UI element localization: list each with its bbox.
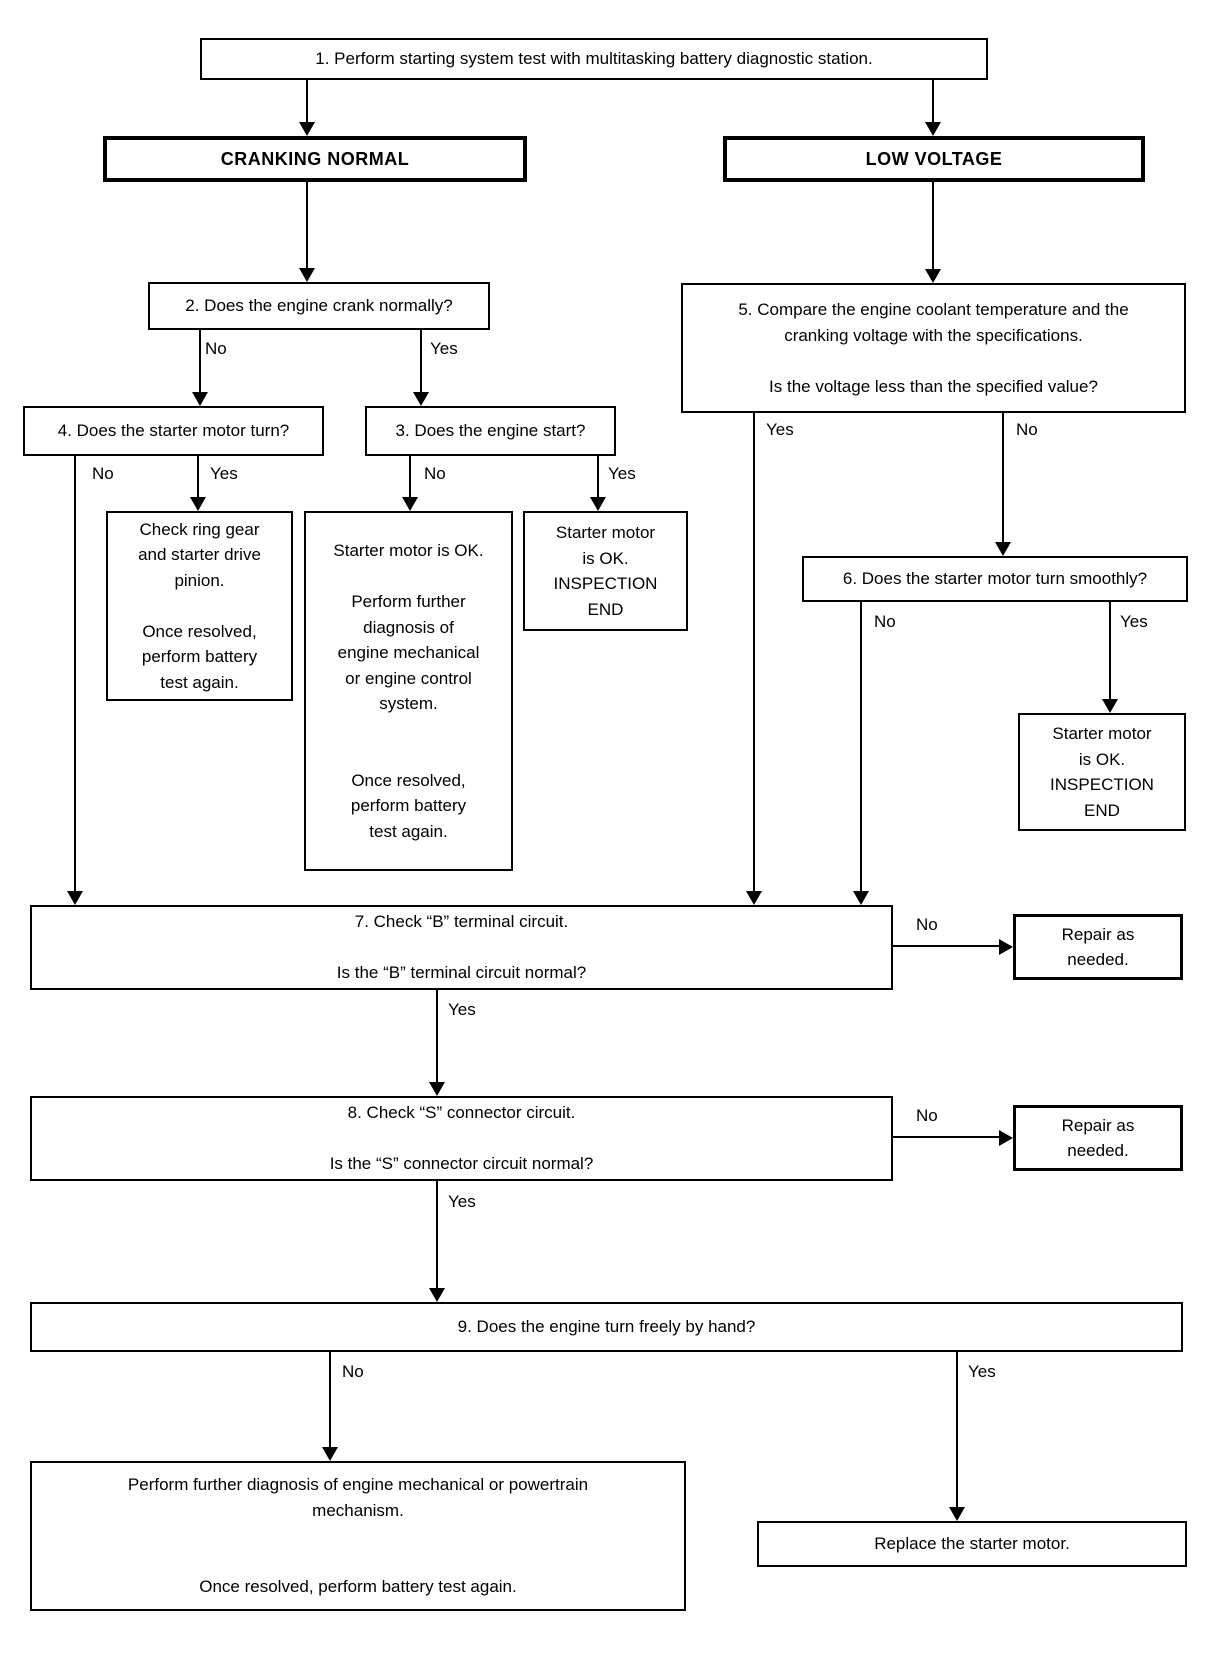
edge-label-step4-no: No bbox=[92, 464, 114, 483]
connector-step6-yes bbox=[1109, 602, 1111, 699]
node-step1: 1. Perform starting system test with mul… bbox=[200, 38, 988, 80]
arrowhead-step3-yes bbox=[590, 497, 606, 511]
node-low-voltage: LOW VOLTAGE bbox=[723, 136, 1145, 182]
connector-step2-no bbox=[199, 330, 201, 392]
connector-step3-no bbox=[409, 456, 411, 497]
arrowhead-step6-no-to-step7 bbox=[853, 891, 869, 905]
connector-step7-yes-to-step8 bbox=[436, 990, 438, 1082]
node-starter-ok-diagnosis: Starter motor is OK. Perform further dia… bbox=[304, 511, 513, 871]
node-step2: 2. Does the engine crank normally? bbox=[148, 282, 490, 330]
arrowhead-step4-no-to-step7 bbox=[67, 891, 83, 905]
connector-step2-yes bbox=[420, 330, 422, 392]
node-repair-1: Repair as needed. bbox=[1013, 914, 1183, 980]
edge-label-step3-yes: Yes bbox=[608, 464, 636, 483]
connector-step1-to-lowvoltage bbox=[932, 80, 934, 122]
connector-lowvoltage-to-step5 bbox=[932, 182, 934, 269]
arrowhead-step1-to-lowvoltage bbox=[925, 122, 941, 136]
edge-label-step2-no: No bbox=[205, 339, 227, 358]
node-check-ring-gear: Check ring gear and starter drive pinion… bbox=[106, 511, 293, 701]
node-step5: 5. Compare the engine coolant temperatur… bbox=[681, 283, 1186, 413]
edge-label-step6-no: No bbox=[874, 612, 896, 631]
connector-step4-yes bbox=[197, 456, 199, 497]
arrowhead-step8-yes-to-step9 bbox=[429, 1288, 445, 1302]
connector-step5-yes-to-step7 bbox=[753, 413, 755, 891]
arrowhead-step3-no bbox=[402, 497, 418, 511]
arrowhead-step2-yes bbox=[413, 392, 429, 406]
arrowhead-step7-yes-to-step8 bbox=[429, 1082, 445, 1096]
arrowhead-step6-yes bbox=[1102, 699, 1118, 713]
node-step4: 4. Does the starter motor turn? bbox=[23, 406, 324, 456]
node-step6: 6. Does the starter motor turn smoothly? bbox=[802, 556, 1188, 602]
edge-label-step5-yes: Yes bbox=[766, 420, 794, 439]
connector-step5-no-to-step6 bbox=[1002, 413, 1004, 542]
connector-step9-no bbox=[329, 1352, 331, 1447]
connector-cranking-to-step2 bbox=[306, 182, 308, 268]
connector-step8-yes-to-step9 bbox=[436, 1181, 438, 1288]
connector-step7-no-to-repair bbox=[893, 945, 999, 947]
edge-label-step8-yes: Yes bbox=[448, 1192, 476, 1211]
arrowhead-step1-to-cranking bbox=[299, 122, 315, 136]
arrowhead-step5-no-to-step6 bbox=[995, 542, 1011, 556]
arrowhead-step7-no-to-repair bbox=[999, 939, 1013, 955]
edge-label-step8-no: No bbox=[916, 1106, 938, 1125]
node-inspection-end-2: Starter motor is OK. INSPECTION END bbox=[1018, 713, 1186, 831]
node-step7: 7. Check “B” terminal circuit. Is the “B… bbox=[30, 905, 893, 990]
connector-step3-yes bbox=[597, 456, 599, 497]
arrowhead-cranking-to-step2 bbox=[299, 268, 315, 282]
node-repair-2: Repair as needed. bbox=[1013, 1105, 1183, 1171]
connector-step9-yes bbox=[956, 1352, 958, 1507]
edge-label-step7-yes: Yes bbox=[448, 1000, 476, 1019]
node-inspection-end-1: Starter motor is OK. INSPECTION END bbox=[523, 511, 688, 631]
node-further-diagnosis: Perform further diagnosis of engine mech… bbox=[30, 1461, 686, 1611]
arrowhead-step2-no bbox=[192, 392, 208, 406]
arrowhead-step5-yes-to-step7 bbox=[746, 891, 762, 905]
edge-label-step3-no: No bbox=[424, 464, 446, 483]
node-step9: 9. Does the engine turn freely by hand? bbox=[30, 1302, 1183, 1352]
arrowhead-step8-no-to-repair bbox=[999, 1130, 1013, 1146]
arrowhead-step9-yes bbox=[949, 1507, 965, 1521]
node-cranking-normal: CRANKING NORMAL bbox=[103, 136, 527, 182]
arrowhead-lowvoltage-to-step5 bbox=[925, 269, 941, 283]
connector-step4-no-to-step7 bbox=[74, 456, 76, 891]
node-step8: 8. Check “S” connector circuit. Is the “… bbox=[30, 1096, 893, 1181]
edge-label-step7-no: No bbox=[916, 915, 938, 934]
arrowhead-step4-yes bbox=[190, 497, 206, 511]
edge-label-step9-yes: Yes bbox=[968, 1362, 996, 1381]
edge-label-step5-no: No bbox=[1016, 420, 1038, 439]
connector-step1-to-cranking bbox=[306, 80, 308, 122]
arrowhead-step9-no bbox=[322, 1447, 338, 1461]
connector-step8-no-to-repair bbox=[893, 1136, 999, 1138]
node-replace-starter: Replace the starter motor. bbox=[757, 1521, 1187, 1567]
edge-label-step6-yes: Yes bbox=[1120, 612, 1148, 631]
edge-label-step4-yes: Yes bbox=[210, 464, 238, 483]
connector-step6-no-to-step7 bbox=[860, 602, 862, 891]
node-step3: 3. Does the engine start? bbox=[365, 406, 616, 456]
edge-label-step2-yes: Yes bbox=[430, 339, 458, 358]
edge-label-step9-no: No bbox=[342, 1362, 364, 1381]
